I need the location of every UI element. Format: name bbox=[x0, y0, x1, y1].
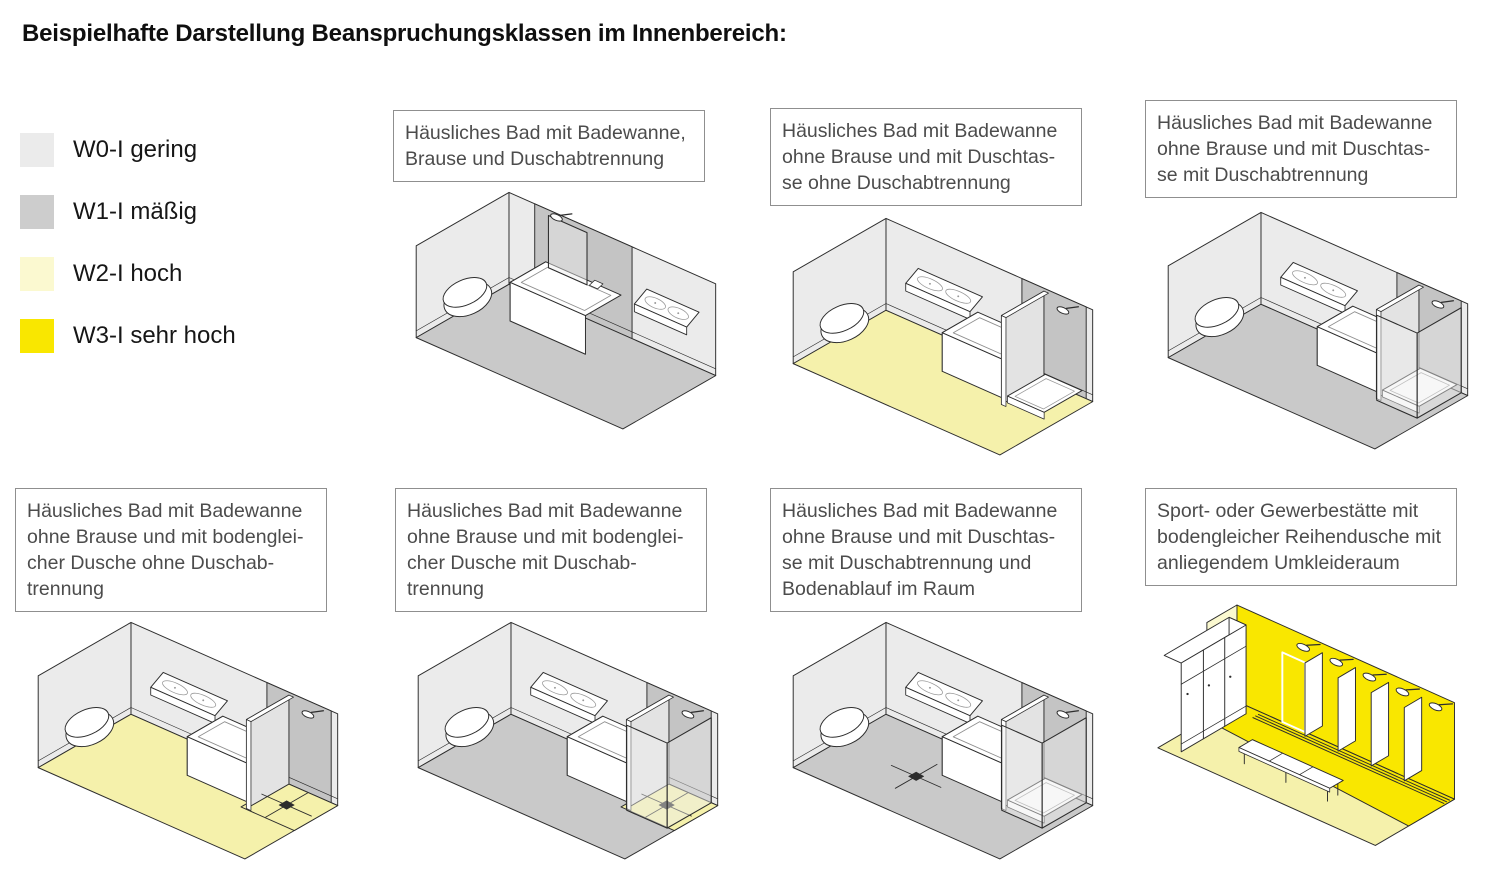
figure-bath-tray-with-screen: Häusliches Bad mit Badewanne ohne Brause… bbox=[1145, 100, 1500, 450]
figure-sport-facility: Sport- oder Gewerbestätte mit bodengleic… bbox=[1145, 488, 1500, 846]
legend-label-w2: W2-I hoch bbox=[73, 260, 183, 287]
figure-bath-floorlevel-with-screen: Häusliches Bad mit Badewanne ohne Brause… bbox=[395, 488, 755, 860]
legend-item-w3: W3-I sehr hoch bbox=[20, 319, 236, 353]
figure-caption: Häusliches Bad mit Badewanne ohne Brause… bbox=[1145, 100, 1457, 198]
bathroom-isometric-illustration bbox=[417, 621, 719, 860]
legend-swatch-w0 bbox=[20, 133, 54, 167]
shower-room-isometric-illustration bbox=[1157, 604, 1455, 846]
legend-swatch-w3 bbox=[20, 319, 54, 353]
bathroom-isometric-illustration bbox=[792, 621, 1094, 860]
legend: W0-I gering W1-I mäßig W2-I hoch W3-I se… bbox=[20, 133, 236, 381]
legend-item-w2: W2-I hoch bbox=[20, 257, 236, 291]
legend-label-w1: W1-I mäßig bbox=[73, 198, 198, 225]
figure-bath-room-drain: Häusliches Bad mit Badewanne ohne Brause… bbox=[770, 488, 1130, 860]
bathroom-isometric-illustration bbox=[37, 621, 339, 860]
legend-swatch-w2 bbox=[20, 257, 54, 291]
figure-bath-floorlevel-no-screen: Häusliches Bad mit Badewanne ohne Brause… bbox=[15, 488, 375, 860]
figure-caption: Häusliches Bad mit Badewanne ohne Brause… bbox=[395, 488, 707, 612]
figure-caption: Häusliches Bad mit Badewanne, Brause und… bbox=[393, 110, 705, 182]
bathroom-isometric-illustration bbox=[1167, 211, 1469, 450]
legend-item-w1: W1-I mäßig bbox=[20, 195, 236, 229]
legend-item-w0: W0-I gering bbox=[20, 133, 236, 167]
page-title: Beispielhafte Darstellung Beanspruchungs… bbox=[22, 20, 787, 47]
figure-bath-tray-no-screen: Häusliches Bad mit Badewanne ohne Brause… bbox=[770, 108, 1130, 456]
legend-label-w3: W3-I sehr hoch bbox=[73, 322, 236, 349]
legend-swatch-w1 bbox=[20, 195, 54, 229]
figure-caption: Sport- oder Gewerbestätte mit bodengleic… bbox=[1145, 488, 1457, 586]
figure-caption: Häusliches Bad mit Badewanne ohne Brause… bbox=[770, 108, 1082, 206]
bathroom-isometric-illustration bbox=[792, 217, 1094, 456]
figure-bath-tub-shower-screen: Häusliches Bad mit Badewanne, Brause und… bbox=[393, 110, 753, 430]
figure-caption: Häusliches Bad mit Badewanne ohne Brause… bbox=[770, 488, 1082, 612]
figure-caption: Häusliches Bad mit Badewanne ohne Brause… bbox=[15, 488, 327, 612]
legend-label-w0: W0-I gering bbox=[73, 136, 198, 163]
bathroom-isometric-illustration bbox=[415, 191, 717, 430]
